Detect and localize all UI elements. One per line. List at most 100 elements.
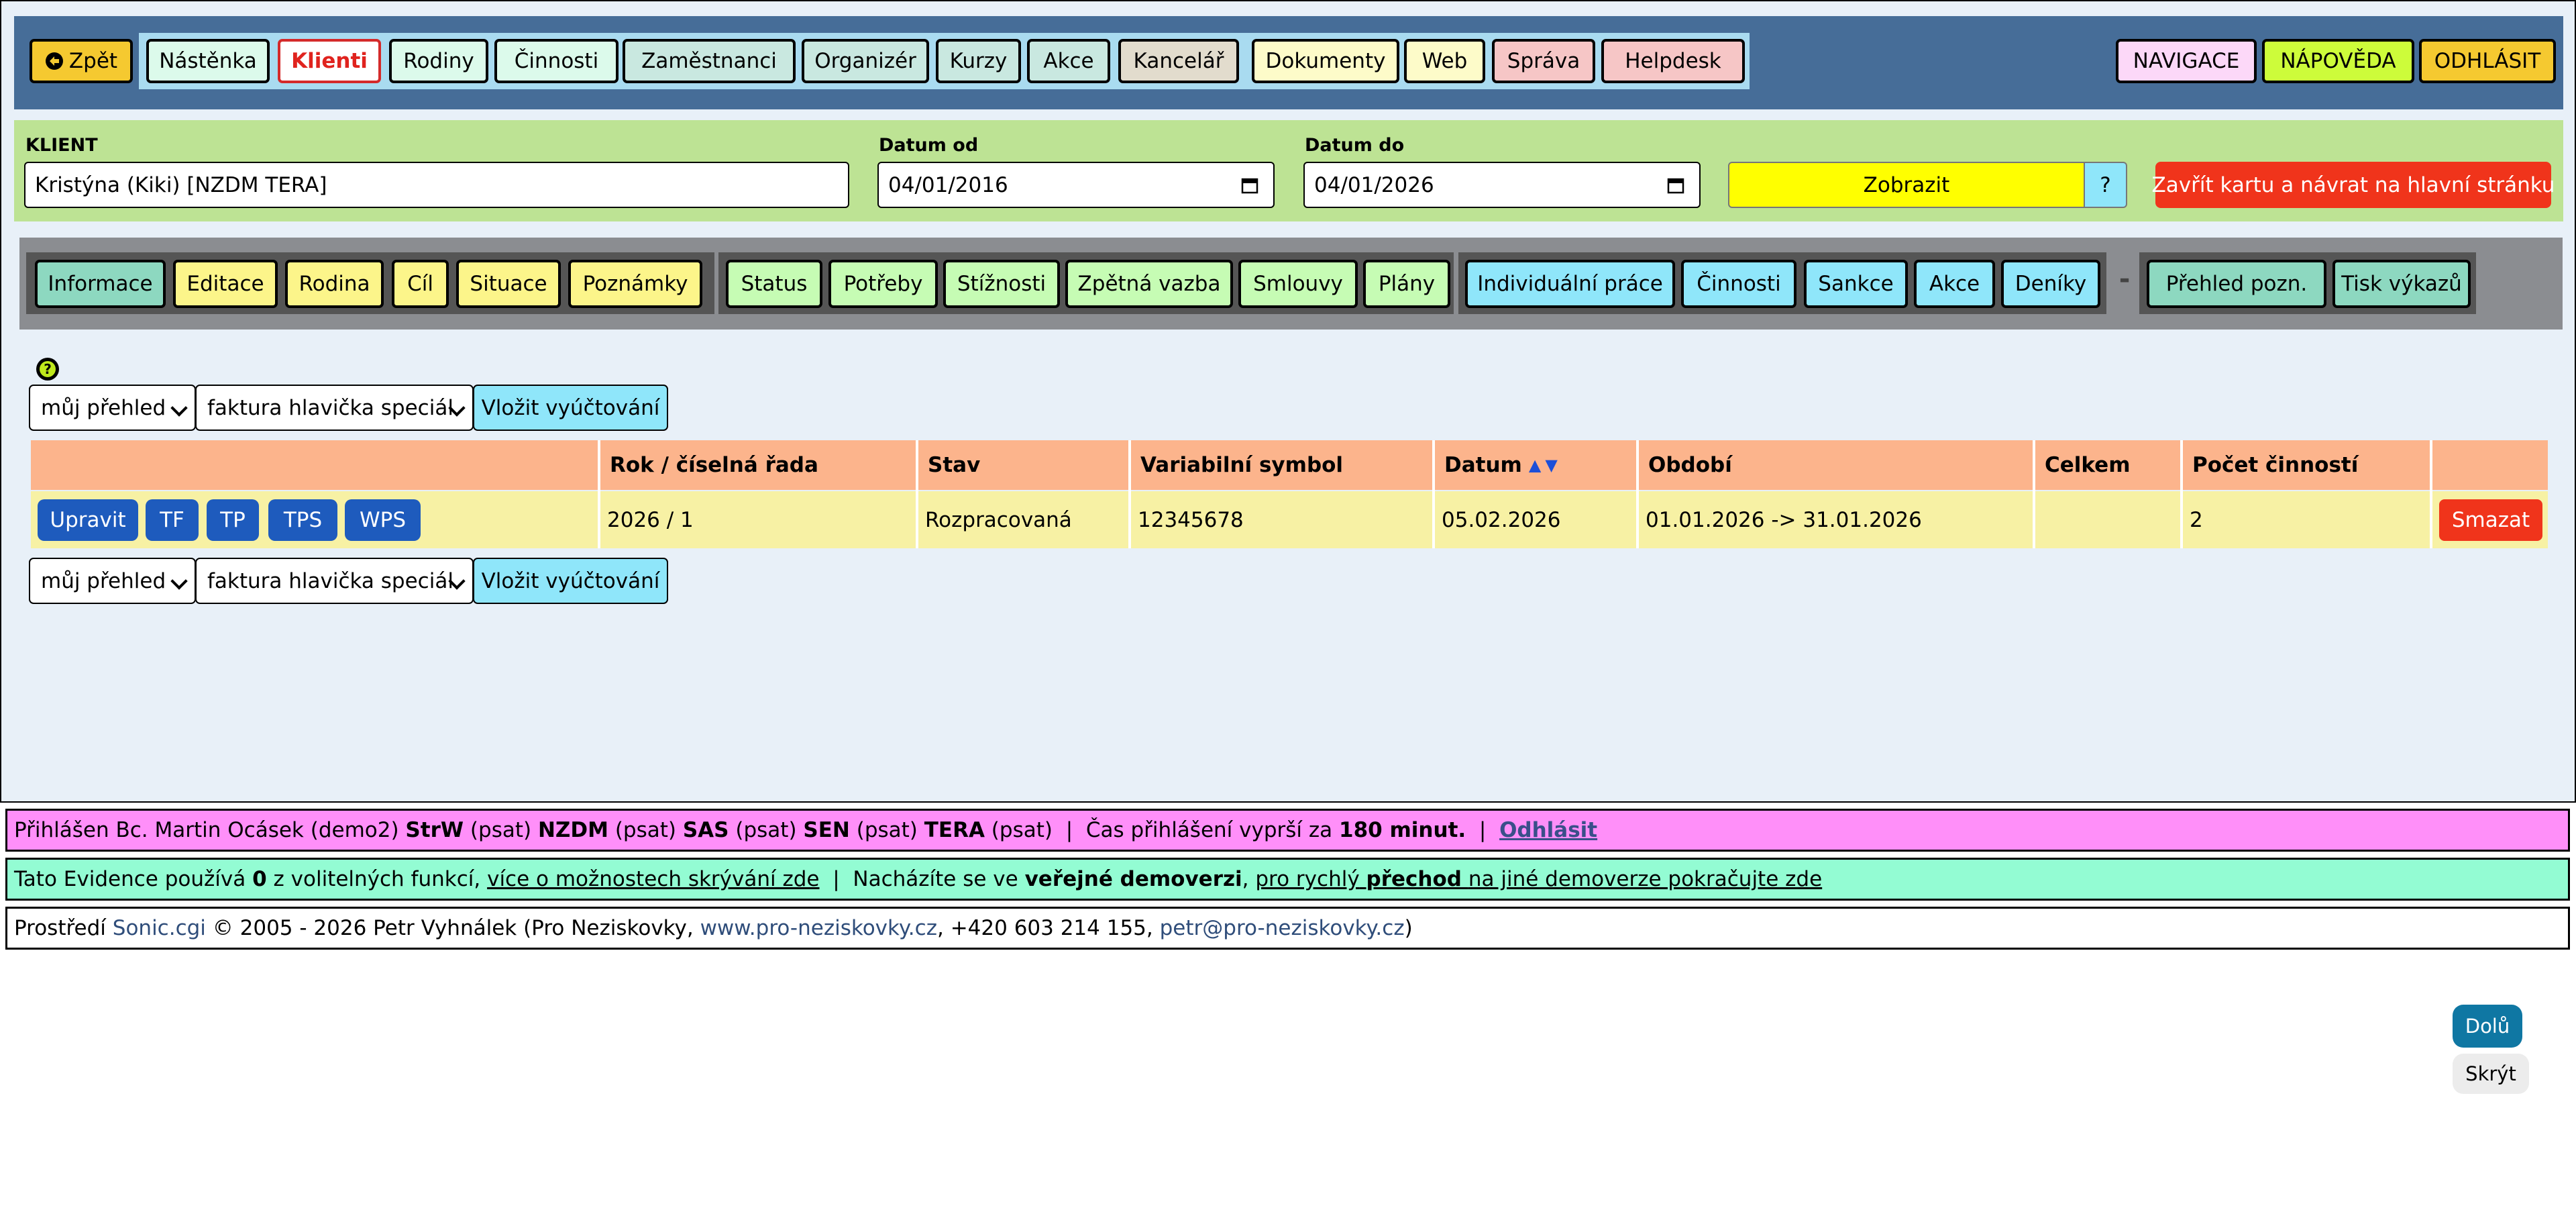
sort-up-icon[interactable]: ▲ <box>1528 456 1542 474</box>
nav-item-kancelar[interactable]: Kancelář <box>1118 39 1239 83</box>
table-header-row: Rok / číselná řada Stav Variabilní symbo… <box>31 440 2548 490</box>
link-text: pro rychlý <box>1255 867 1360 891</box>
card-tab-rodina[interactable]: Rodina <box>285 260 384 308</box>
card-tab-tisk-vykazu[interactable]: Tisk výkazů <box>2332 260 2471 308</box>
show-button[interactable]: Zobrazit <box>1728 162 2085 208</box>
header-stav[interactable]: Stav <box>928 453 981 477</box>
nav-item-akce[interactable]: Akce <box>1027 39 1110 83</box>
column-divider <box>916 440 918 548</box>
header-vs[interactable]: Variabilní symbol <box>1140 453 1344 477</box>
demo-label: veřejné demoverzi <box>1024 867 1242 891</box>
column-divider <box>1432 440 1435 548</box>
nav-item-zamestnanci[interactable]: Zaměstnanci <box>623 39 796 83</box>
nav-item-helpdesk[interactable]: Helpdesk <box>1601 39 1745 83</box>
card-tab-prehled-pozn[interactable]: Přehled pozn. <box>2147 260 2326 308</box>
header-celkem[interactable]: Celkem <box>2045 453 2131 477</box>
org-role: (psat) <box>991 818 1053 842</box>
card-tab-cil[interactable]: Cíl <box>392 260 449 308</box>
card-tab-zpetna-vazba[interactable]: Zpětná vazba <box>1065 260 1233 308</box>
date-from-input[interactable]: 04/01/2016 <box>877 162 1275 208</box>
nav-item-kurzy[interactable]: Kurzy <box>936 39 1021 83</box>
back-arrow-icon <box>45 52 63 70</box>
column-divider <box>2430 440 2432 548</box>
nav-item-dokumenty[interactable]: Dokumenty <box>1252 39 1399 83</box>
card-tab-informace[interactable]: Informace <box>35 260 166 308</box>
login-status-bar: Přihlášen Bc. Martin Ocásek (demo2) StrW… <box>5 809 2570 852</box>
hide-button[interactable]: Skrýt <box>2453 1054 2529 1094</box>
insert-billing-button-bottom[interactable]: Vložit vyúčtování <box>473 558 668 604</box>
view-select[interactable]: můj přehled <box>29 385 196 431</box>
column-divider <box>1636 440 1639 548</box>
insert-billing-button[interactable]: Vložit vyúčtování <box>473 385 668 431</box>
wps-button[interactable]: WPS <box>345 499 421 541</box>
footer-text: , +420 603 214 155, <box>936 916 1153 940</box>
calendar-icon[interactable] <box>1667 177 1684 194</box>
website-link[interactable]: www.pro-neziskovky.cz <box>700 916 937 940</box>
nav-item-web[interactable]: Web <box>1404 39 1485 83</box>
footer-text: © 2005 - 2026 Petr Vyhnálek (Pro Nezisko… <box>212 916 694 940</box>
card-tab-smlouvy[interactable]: Smlouvy <box>1238 260 1358 308</box>
help-circle-icon[interactable]: ? <box>36 357 60 381</box>
info-text: Tato Evidence používá <box>14 867 246 891</box>
odhlasit-button[interactable]: ODHLÁSIT <box>2419 39 2556 83</box>
card-tab-plany[interactable]: Plány <box>1363 260 1450 308</box>
header-pocet[interactable]: Počet činností <box>2192 453 2359 477</box>
header-obdobi[interactable]: Období <box>1648 453 1732 477</box>
tps-button[interactable]: TPS <box>268 499 337 541</box>
sonic-link[interactable]: Sonic.cgi <box>112 916 206 940</box>
info-text: z volitelných funkcí, <box>273 867 481 891</box>
card-tab-status[interactable]: Status <box>726 260 822 308</box>
delete-button[interactable]: Smazat <box>2439 499 2542 541</box>
nav-item-rodiny[interactable]: Rodiny <box>389 39 488 83</box>
help-button[interactable]: ? <box>2085 162 2127 208</box>
column-divider <box>1128 440 1131 548</box>
nav-item-klienti[interactable]: Klienti <box>278 39 381 83</box>
feature-count: 0 <box>252 867 267 891</box>
card-tab-editace[interactable]: Editace <box>173 260 278 308</box>
org-role: (psat) <box>614 818 676 842</box>
template-select[interactable]: faktura hlavička speciál <box>195 385 474 431</box>
navigace-button[interactable]: NAVIGACE <box>2116 39 2257 83</box>
card-tab-individualni-prace[interactable]: Individuální práce <box>1465 260 1675 308</box>
calendar-icon[interactable] <box>1241 177 1258 194</box>
expiry-value: 180 minut. <box>1339 818 1466 842</box>
napoveda-button[interactable]: NÁPOVĚDA <box>2262 39 2414 83</box>
nav-item-nastenka[interactable]: Nástěnka <box>146 39 270 83</box>
email-link[interactable]: petr@pro-neziskovky.cz <box>1159 916 1405 940</box>
scroll-down-button[interactable]: Dolů <box>2453 1005 2522 1048</box>
date-to-label: Datum do <box>1305 135 1405 156</box>
switch-demo-link[interactable]: pro rychlý přechod na jiné demoverze pok… <box>1255 867 1822 891</box>
card-tab-cinnosti[interactable]: Činnosti <box>1681 260 1796 308</box>
card-tab-deniky[interactable]: Deníky <box>2001 260 2100 308</box>
view-select-bottom[interactable]: můj přehled <box>29 558 196 604</box>
main-area: Zpět Nástěnka Klienti Rodiny Činnosti Za… <box>0 0 2576 803</box>
client-input[interactable]: Kristýna (Kiki) [NZDM TERA] <box>24 162 849 208</box>
logout-link[interactable]: Odhlásit <box>1499 818 1598 842</box>
nav-item-cinnosti[interactable]: Činnosti <box>494 39 619 83</box>
comma: , <box>1242 867 1249 891</box>
nav-item-organizer[interactable]: Organizér <box>802 39 929 83</box>
tf-button[interactable]: TF <box>146 499 199 541</box>
back-button[interactable]: Zpět <box>30 39 133 83</box>
card-tab-akce[interactable]: Akce <box>1914 260 1995 308</box>
template-select-bottom[interactable]: faktura hlavička speciál <box>195 558 474 604</box>
close-card-button[interactable]: Zavřít kartu a návrat na hlavní stránku <box>2152 162 2555 208</box>
hide-features-link[interactable]: více o možnostech skrývání zde <box>487 867 820 891</box>
card-tab-situace[interactable]: Situace <box>456 260 561 308</box>
org-role: (psat) <box>470 818 532 842</box>
card-tab-sankce[interactable]: Sankce <box>1804 260 1908 308</box>
link-text: na jiné demoverze pokračujte zde <box>1468 867 1823 891</box>
nav-item-sprava[interactable]: Správa <box>1492 39 1595 83</box>
card-tab-stiznosti[interactable]: Stížnosti <box>943 260 1060 308</box>
header-datum[interactable]: Datum ▲ ▼ <box>1434 440 1638 490</box>
card-tab-potreby[interactable]: Potřeby <box>828 260 938 308</box>
org-role: (psat) <box>856 818 918 842</box>
date-to-value: 04/01/2026 <box>1314 172 1434 197</box>
cell-stav: Rozpracovaná <box>925 507 1072 532</box>
tp-button[interactable]: TP <box>207 499 259 541</box>
sort-down-icon[interactable]: ▼ <box>1545 456 1558 474</box>
date-to-input[interactable]: 04/01/2026 <box>1303 162 1701 208</box>
edit-button[interactable]: Upravit <box>38 499 138 541</box>
card-tab-poznamky[interactable]: Poznámky <box>568 260 702 308</box>
header-rok[interactable]: Rok / číselná řada <box>610 453 818 477</box>
